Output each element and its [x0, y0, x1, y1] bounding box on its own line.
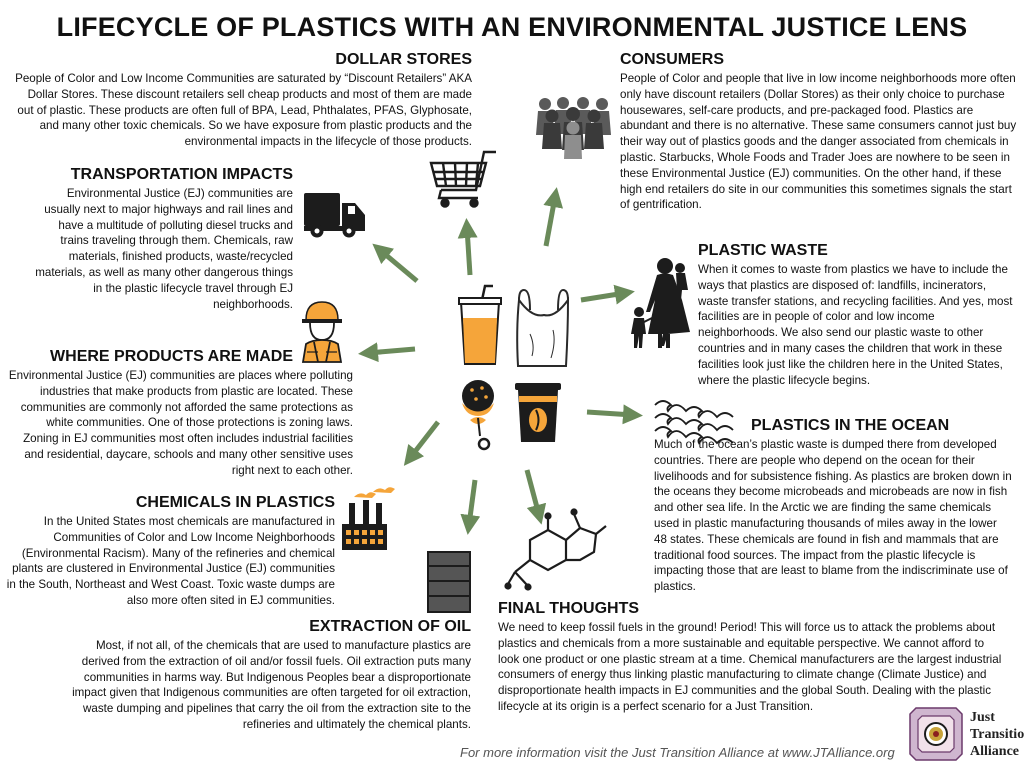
arrow-to-transportation [372, 243, 419, 283]
arrow-to-where-made [358, 342, 416, 363]
arrow-to-final [524, 469, 547, 525]
arrows [358, 187, 643, 535]
section-body: Much of the ocean’s plastic waste is dum… [654, 438, 1012, 594]
jta-logo-icon [909, 707, 963, 761]
section-body: People of Color and Low Income Communiti… [15, 72, 472, 149]
section-where-made: WHERE PRODUCTS ARE MADE Environmental Ju… [8, 348, 353, 479]
coffee-cup-icon [515, 383, 561, 442]
arrow-to-consumers [543, 187, 564, 247]
truck-icon [304, 193, 365, 238]
section-body: When it comes to waste from plastics we … [698, 263, 1013, 387]
section-heading: FINAL THOUGHTS [498, 600, 640, 617]
section-body: Most, if not all, of the chemicals that … [72, 639, 471, 731]
page-title: LIFECYCLE OF PLASTICS WITH AN ENVIRONMEN… [56, 12, 968, 42]
arrow-to-chemicals [403, 420, 440, 466]
shopping-cart-icon [429, 150, 496, 208]
section-extraction: EXTRACTION OF OIL Most, if not all, of t… [55, 618, 471, 733]
section-heading: CONSUMERS [620, 51, 725, 68]
section-dollar-stores: DOLLAR STORES People of Color and Low In… [10, 51, 472, 150]
section-body: Environmental Justice (EJ) communities a… [35, 187, 293, 311]
section-body: People of Color and people that live in … [620, 72, 1017, 212]
arrow-to-dollar-stores [457, 218, 478, 276]
section-body: We need to keep fossil fuels in the grou… [498, 621, 1002, 713]
section-heading: CHEMICALS IN PLASTICS [135, 494, 335, 511]
arrow-to-ocean [586, 404, 643, 425]
section-heading: PLASTIC WASTE [698, 242, 828, 259]
section-body: In the United States most chemicals are … [6, 515, 335, 607]
section-heading: WHERE PRODUCTS ARE MADE [50, 348, 293, 365]
plastic-cup-icon [458, 284, 502, 365]
section-chemicals: CHEMICALS IN PLASTICS In the United Stat… [6, 494, 335, 609]
section-plastic-waste: PLASTIC WASTE When it comes to waste fro… [698, 242, 1013, 388]
section-consumers: CONSUMERS People of Color and people tha… [620, 51, 1018, 213]
crowd-icon [536, 97, 611, 159]
section-heading: PLASTICS IN THE OCEAN [751, 417, 950, 434]
section-heading: DOLLAR STORES [335, 51, 472, 68]
arrow-to-extraction [460, 479, 481, 535]
oil-barrel-icon [427, 551, 471, 613]
pacifier-icon [462, 380, 494, 451]
section-heading: TRANSPORTATION IMPACTS [70, 166, 293, 183]
jta-logo-text: Just Transition Alliance [970, 710, 1024, 759]
factory-icon [342, 487, 395, 550]
molecule-icon [504, 508, 607, 591]
family-silhouette-icon [631, 258, 690, 348]
plastic-bag-icon [516, 288, 570, 367]
section-body: Environmental Justice (EJ) communities a… [8, 369, 353, 477]
arrow-to-plastic-waste [580, 284, 635, 305]
section-ocean: PLASTICS IN THE OCEAN Much of the ocean’… [654, 417, 1012, 595]
section-heading: EXTRACTION OF OIL [309, 618, 471, 635]
footer-text: For more information visit the Just Tran… [460, 745, 895, 760]
section-transportation: TRANSPORTATION IMPACTS Environmental Jus… [30, 166, 293, 312]
section-final-thoughts: FINAL THOUGHTS We need to keep fossil fu… [498, 600, 1003, 715]
